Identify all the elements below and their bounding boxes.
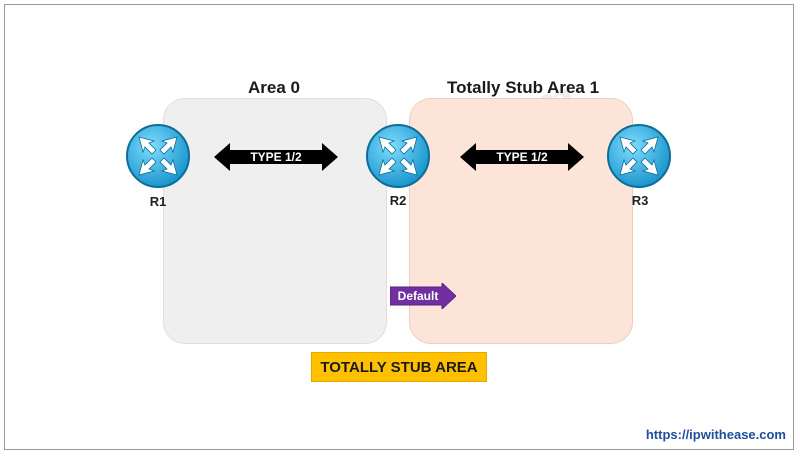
- area-1-title: Totally Stub Area 1: [446, 78, 600, 97]
- router-r2-label: R2: [389, 193, 407, 208]
- router-r1-label: R1: [149, 194, 167, 209]
- router-r3-icon: [607, 124, 671, 188]
- totally-stub-area-banner: TOTALLY STUB AREA: [311, 352, 487, 382]
- link-r1-r2-label: TYPE 1/2: [250, 150, 302, 164]
- default-route-label: Default: [397, 289, 439, 303]
- area-0-box: [163, 98, 387, 344]
- router-r3-label: R3: [631, 193, 649, 208]
- diagram-frame: [4, 4, 794, 450]
- router-r1-icon: [126, 124, 190, 188]
- footer-url: https://ipwithease.com: [645, 427, 786, 442]
- link-r1-r2-arrow: [214, 143, 338, 171]
- area-0-title: Area 0: [248, 78, 300, 97]
- router-r2-icon: [366, 124, 430, 188]
- default-route-arrow: [390, 283, 456, 309]
- link-r2-r3-arrow: [460, 143, 584, 171]
- link-r2-r3-label: TYPE 1/2: [496, 150, 548, 164]
